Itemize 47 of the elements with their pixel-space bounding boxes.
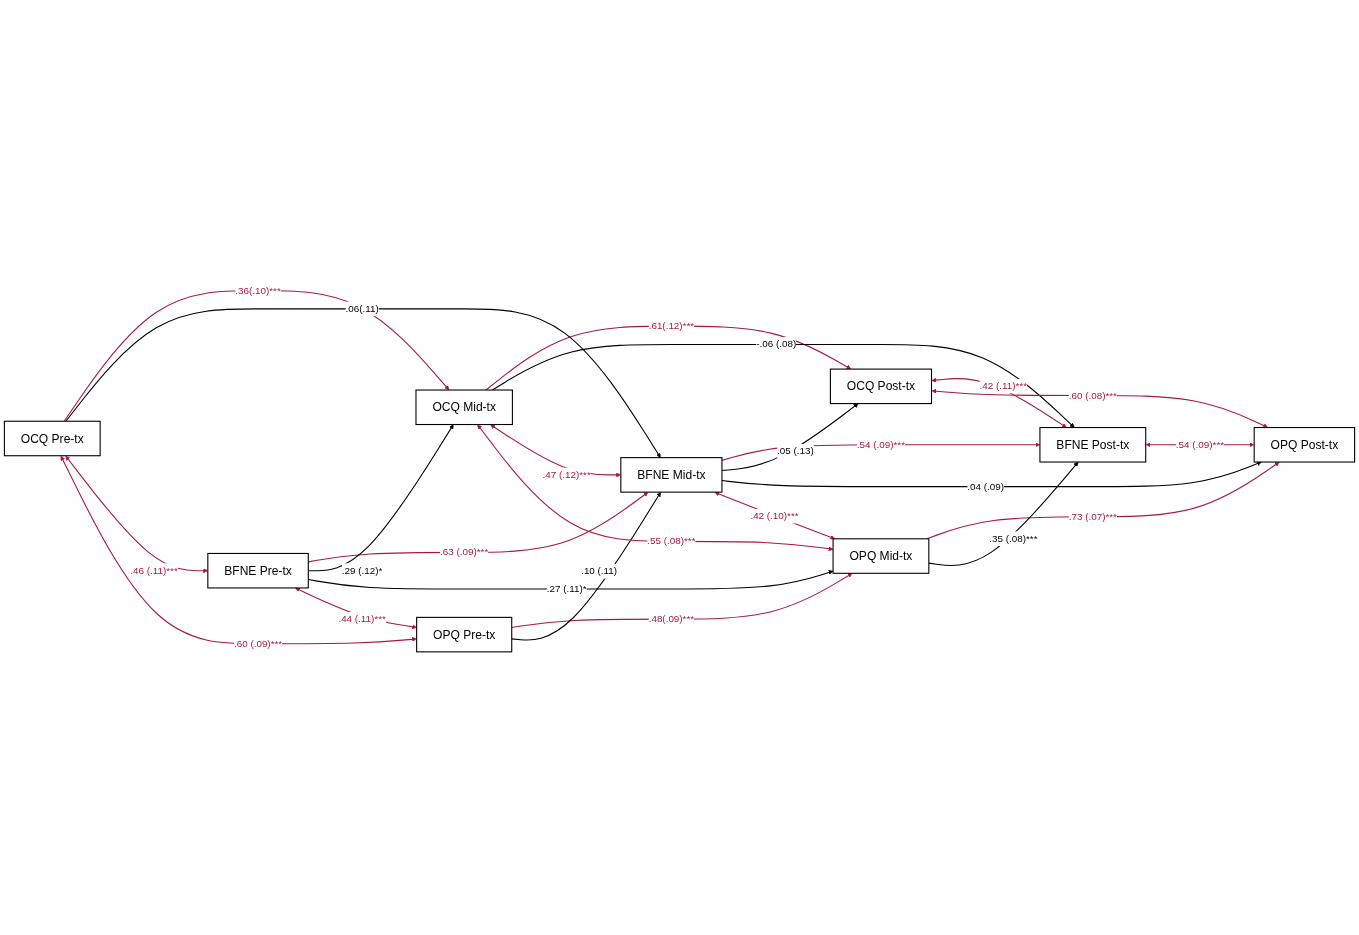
edge-label: .42 (.11)*** bbox=[979, 380, 1028, 392]
arrow bbox=[485, 325, 852, 391]
arrow bbox=[928, 461, 1079, 567]
edge-label: .42 (.10)*** bbox=[750, 510, 799, 522]
arrow bbox=[926, 461, 1280, 540]
edge-label: .60 (.09)*** bbox=[233, 638, 283, 649]
edge-label: .48(.09)*** bbox=[648, 613, 695, 625]
arrow bbox=[491, 343, 1075, 428]
arrow bbox=[511, 491, 661, 641]
edge-label: .60 (.08)*** bbox=[1068, 389, 1117, 401]
arrow bbox=[295, 587, 417, 630]
edge-label: .29 (.12)* bbox=[341, 564, 383, 576]
node-box: BFNE Pre-tx bbox=[207, 552, 309, 589]
edge-label: .54 (.09)*** bbox=[856, 439, 906, 450]
edge-label: .06(.11) bbox=[345, 303, 379, 315]
node-box: BFNE Post-tx bbox=[1039, 427, 1147, 463]
node-box: OCQ Pre-tx bbox=[3, 420, 101, 457]
edge-label: .73 (.07)*** bbox=[1068, 511, 1117, 522]
arrow bbox=[714, 491, 836, 540]
node-box: OPQ Mid-tx bbox=[832, 538, 930, 574]
edge-label: .54 (.09)*** bbox=[1175, 439, 1225, 450]
edge-label: .35 (.08)*** bbox=[989, 532, 1038, 544]
node-box: BFNE Mid-tx bbox=[620, 457, 723, 493]
node-box: OPQ Pre-tx bbox=[416, 616, 513, 653]
arrow bbox=[511, 573, 853, 628]
arrow bbox=[931, 377, 1067, 428]
edge-label: .55 (.08)*** bbox=[647, 535, 696, 547]
edge-label: .61(.12)*** bbox=[648, 320, 695, 332]
node-box: OCQ Post-tx bbox=[829, 368, 933, 405]
edge-label: -.06 (.08) bbox=[756, 338, 797, 350]
edge-label: .36(.10)*** bbox=[235, 284, 281, 296]
node-box: OPQ Post-tx bbox=[1253, 427, 1356, 463]
edge-label: .47 (.12)*** bbox=[542, 469, 591, 481]
edge-label: .46 (.11)*** bbox=[130, 564, 178, 576]
arrow bbox=[931, 388, 1269, 428]
arrow bbox=[721, 403, 859, 471]
arrow bbox=[63, 290, 450, 422]
edge-label: .04 (.09) bbox=[967, 480, 1005, 492]
edge-label: .05 (.13) bbox=[777, 445, 814, 457]
edge-label: .27 (.11)* bbox=[546, 583, 587, 595]
edge-label: .44 (.11)*** bbox=[338, 613, 386, 625]
edge-label: .10 (.11) bbox=[581, 565, 618, 577]
arrow bbox=[721, 461, 1262, 488]
arrow bbox=[65, 308, 661, 458]
arrow bbox=[60, 455, 417, 645]
edge-label: .63 (.09)*** bbox=[440, 546, 489, 558]
node-box: OCQ Mid-tx bbox=[415, 389, 513, 426]
